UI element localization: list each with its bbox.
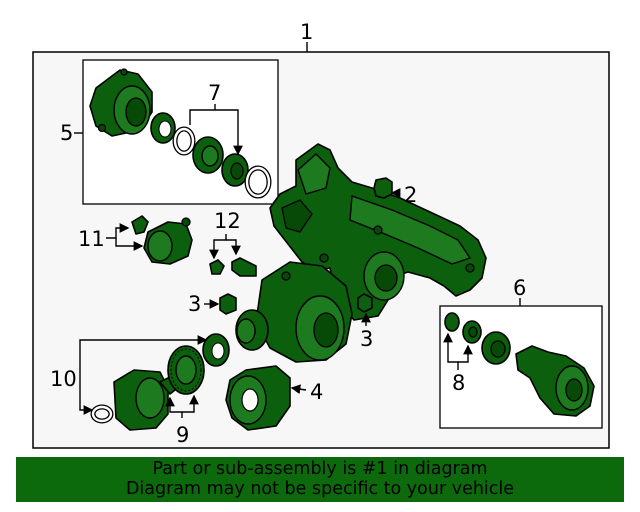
output-shaft[interactable] (515, 345, 595, 417)
callout-11[interactable]: 11 (78, 227, 105, 251)
callout-3b[interactable]: 3 (360, 327, 373, 351)
callout-2[interactable]: 2 (404, 183, 417, 207)
pinion-housing[interactable] (235, 261, 353, 363)
banner-line-2: Diagram may not be specific to your vehi… (125, 479, 515, 499)
callout-8[interactable]: 8 (452, 371, 465, 395)
drain-plug-b[interactable] (357, 293, 373, 313)
actuator[interactable] (143, 217, 193, 265)
seal-ring-b[interactable] (221, 153, 249, 187)
disclaimer-banner: Part or sub-assembly is #1 in diagram Di… (16, 457, 624, 502)
callout-5[interactable]: 5 (60, 121, 73, 145)
callout-10[interactable]: 10 (50, 367, 77, 391)
ring-gear[interactable] (167, 345, 205, 395)
gasket-ring[interactable] (244, 165, 272, 199)
bolt-12a[interactable] (209, 259, 225, 275)
callout-6[interactable]: 6 (513, 276, 526, 300)
bearing-race[interactable] (192, 136, 224, 174)
shaft-seal[interactable] (481, 331, 511, 365)
callout-1[interactable]: 1 (300, 20, 313, 44)
callout-9[interactable]: 9 (176, 423, 189, 447)
callout-3a[interactable]: 3 (188, 292, 201, 316)
banner-line-1: Part or sub-assembly is #1 in diagram (152, 459, 488, 479)
drain-plug-a[interactable] (219, 293, 237, 315)
actuator-bolt[interactable] (131, 215, 149, 235)
front-flange[interactable] (113, 369, 181, 431)
seal-ring-a[interactable] (150, 112, 176, 144)
snap-ring-a[interactable] (444, 312, 460, 332)
o-ring-a[interactable] (172, 126, 196, 156)
side-flange-housing[interactable] (89, 68, 153, 137)
callout-7[interactable]: 7 (208, 81, 221, 105)
callout-12[interactable]: 12 (214, 209, 241, 233)
callout-4[interactable]: 4 (310, 380, 323, 404)
mount-bushing[interactable] (225, 365, 291, 431)
snap-ring-b[interactable] (462, 320, 482, 344)
bolt-12b[interactable] (231, 257, 257, 277)
differential-housing[interactable] (269, 143, 487, 321)
shim-ring[interactable] (202, 333, 230, 367)
breather-cap[interactable] (373, 177, 393, 199)
